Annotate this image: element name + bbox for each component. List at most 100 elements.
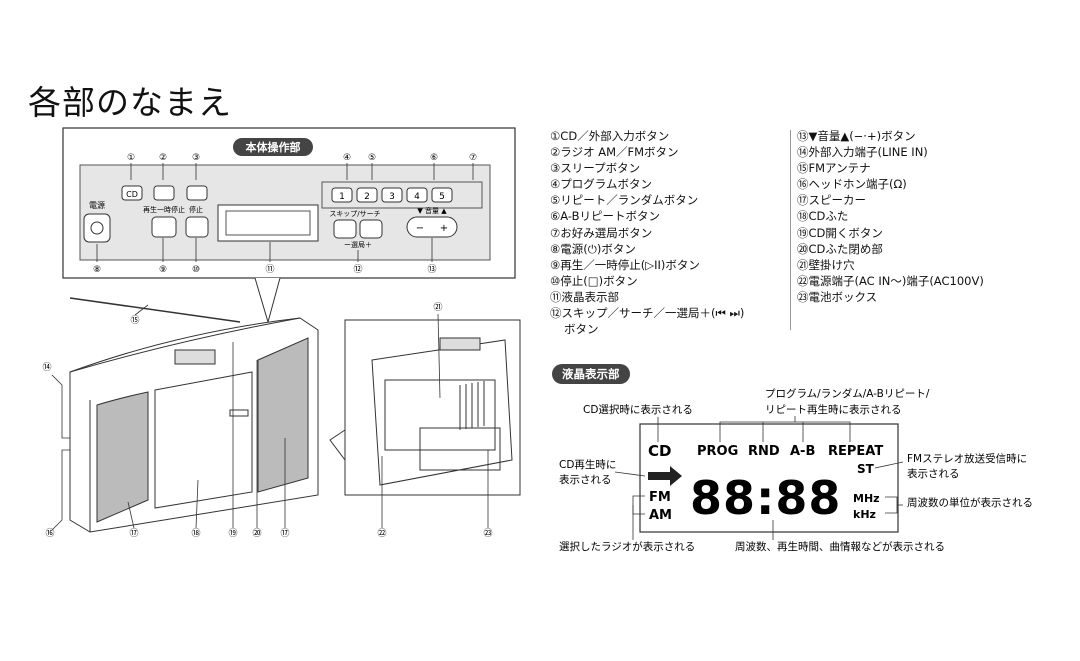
svg-text:停止: 停止	[189, 205, 203, 214]
lcd-digits: 88:88	[690, 471, 841, 525]
svg-text:㉒: ㉒	[377, 528, 386, 539]
legend-item: ②ラジオ AM／FMボタン	[550, 145, 679, 160]
speaker-right	[257, 337, 309, 493]
svg-text:⑧: ⑧	[93, 265, 101, 275]
khz-indicator: kHz	[853, 508, 876, 521]
legend-item: ㉒電源端子(AC IN〜)端子(AC100V)	[797, 273, 984, 288]
callout-3: ③	[192, 153, 200, 163]
ab-indicator: A-B	[790, 444, 815, 459]
page-title: 各部のなまえ	[28, 83, 232, 122]
note-cd-play: CD再生時に	[559, 458, 616, 471]
legend-item: ⑮FMアンテナ	[797, 161, 871, 176]
svg-text:⑨: ⑨	[159, 265, 167, 275]
device-illustration: 本体操作部 ① ② ③ ④ ⑤ ⑥ ⑦ CD 1 2 3 4 5 電源 再生一時…	[42, 127, 521, 539]
note-fm-stereo: FMステレオ放送受信時に	[907, 452, 1027, 465]
note-prog: プログラム/ランダム/A-Bリピート/	[765, 387, 930, 400]
note-fm-stereo-2: 表示される	[907, 467, 960, 480]
am-indicator: AM	[649, 508, 672, 523]
svg-text:⑰: ⑰	[129, 528, 138, 539]
legend-column-2: ⑬▼音量▲(−·+)ボタン ⑭外部入力端子(LINE IN) ⑮FMアンテナ ⑯…	[797, 128, 984, 305]
st-indicator: ST	[857, 462, 875, 476]
svg-text:⑫: ⑫	[353, 264, 362, 275]
note-cd-play-2: 表示される	[559, 473, 612, 486]
callout-5: ⑤	[368, 153, 376, 163]
prog-indicator: PROG	[697, 444, 738, 459]
callout-1: ①	[127, 153, 135, 163]
cd-button	[121, 185, 143, 201]
legend-item: ㉓電池ボックス	[797, 289, 878, 304]
svg-text:4: 4	[414, 192, 420, 202]
lcd-frame	[639, 423, 899, 533]
panel-label: 本体操作部	[246, 140, 301, 154]
note-prog-2: リピート再生時に表示される	[765, 403, 902, 416]
legend-item: ①CD／外部入力ボタン	[550, 129, 670, 143]
cd-indicator: CD	[648, 442, 671, 460]
svg-text:⑲: ⑲	[228, 528, 237, 539]
note-unit: 周波数の単位が表示される	[907, 496, 1033, 509]
legend-divider	[790, 130, 791, 330]
sleep-button	[186, 185, 208, 201]
svg-text:⑮: ⑮	[130, 315, 139, 326]
stop-button	[185, 216, 209, 238]
legend-item: ⑨再生／一時停止(▷II)ボタン	[550, 257, 700, 272]
svg-text:1: 1	[339, 192, 345, 202]
svg-text:⑩: ⑩	[192, 265, 200, 275]
legend-item: ⑲CD開くボタン	[797, 225, 883, 240]
svg-text:⑯: ⑯	[45, 528, 54, 539]
legend-column-1: ①CD／外部入力ボタン ②ラジオ AM／FMボタン ③スリープボタン ④プログラ…	[550, 128, 744, 337]
speaker-left	[96, 391, 149, 523]
legend-item: ⑤リピート／ランダムボタン	[550, 193, 699, 208]
radio-button	[153, 185, 175, 201]
repeat-indicator: REPEAT	[828, 444, 883, 459]
power-button	[83, 213, 111, 243]
note-cd-select: CD選択時に表示される	[583, 403, 693, 416]
svg-text:電源: 電源	[89, 201, 105, 210]
legend-item: ボタン	[564, 322, 599, 337]
mhz-indicator: MHz	[853, 492, 880, 505]
fm-indicator: FM	[649, 490, 671, 505]
legend-item: ⑥A-Bリピートボタン	[550, 209, 661, 224]
lcd-window	[217, 204, 319, 242]
svg-text:▼ 音量 ▲: ▼ 音量 ▲	[417, 206, 447, 215]
legend-item: ⑦お好み選局ボタン	[550, 225, 653, 240]
svg-text:5: 5	[439, 192, 445, 202]
legend-item: ⑬▼音量▲(−·+)ボタン	[797, 129, 916, 143]
legend-item: ㉑壁掛け穴	[797, 257, 855, 272]
svg-text:−: −	[416, 223, 424, 234]
skip-back-button	[333, 219, 357, 239]
callout-6: ⑥	[430, 153, 438, 163]
svg-text:CD: CD	[126, 190, 138, 199]
volume-button	[406, 216, 458, 238]
svg-text:スキップ/サーチ: スキップ/サーチ	[329, 210, 380, 218]
callout-7: ⑦	[469, 153, 477, 163]
callout-4: ④	[343, 153, 351, 163]
play-button	[151, 216, 177, 238]
legend-item: ⑩停止(□)ボタン	[550, 273, 638, 288]
svg-text:⑪: ⑪	[265, 264, 274, 275]
legend-item: ⑧電源(⏻)ボタン	[550, 241, 636, 256]
note-freq: 周波数、再生時間、曲情報などが表示される	[735, 540, 945, 553]
play-arrow-icon	[648, 466, 682, 486]
fm-antenna	[69, 297, 241, 323]
svg-text:㉑: ㉑	[433, 302, 442, 313]
svg-text:⑭: ⑭	[42, 362, 51, 373]
svg-text:⑳: ⑳	[252, 528, 261, 539]
skip-forward-button	[359, 219, 383, 239]
legend-item: ⑱CDふた	[797, 209, 849, 224]
note-radio: 選択したラジオが表示される	[559, 540, 695, 553]
legend-item: ⑯ヘッドホン端子(Ω)	[797, 177, 907, 192]
callout-2: ②	[159, 153, 167, 163]
svg-text:ー選局＋: ー選局＋	[344, 240, 372, 249]
legend-item: ④プログラムボタン	[550, 177, 652, 192]
svg-text:㉓: ㉓	[483, 528, 492, 539]
lcd-section-label: 液晶表示部	[552, 364, 630, 384]
legend-item: ③スリープボタン	[550, 161, 641, 176]
legend-item: ⑫スキップ／サーチ／一選局＋(⏮ ⏭)	[550, 306, 745, 321]
svg-text:⑬: ⑬	[427, 264, 436, 275]
legend-item: ⑳CDふた閉め部	[797, 241, 883, 256]
svg-text:+: +	[440, 223, 448, 234]
svg-text:⑱: ⑱	[191, 528, 200, 539]
svg-text:3: 3	[389, 192, 395, 202]
legend-item: ⑰スピーカー	[797, 193, 866, 208]
svg-text:再生一時停止: 再生一時停止	[143, 205, 185, 214]
